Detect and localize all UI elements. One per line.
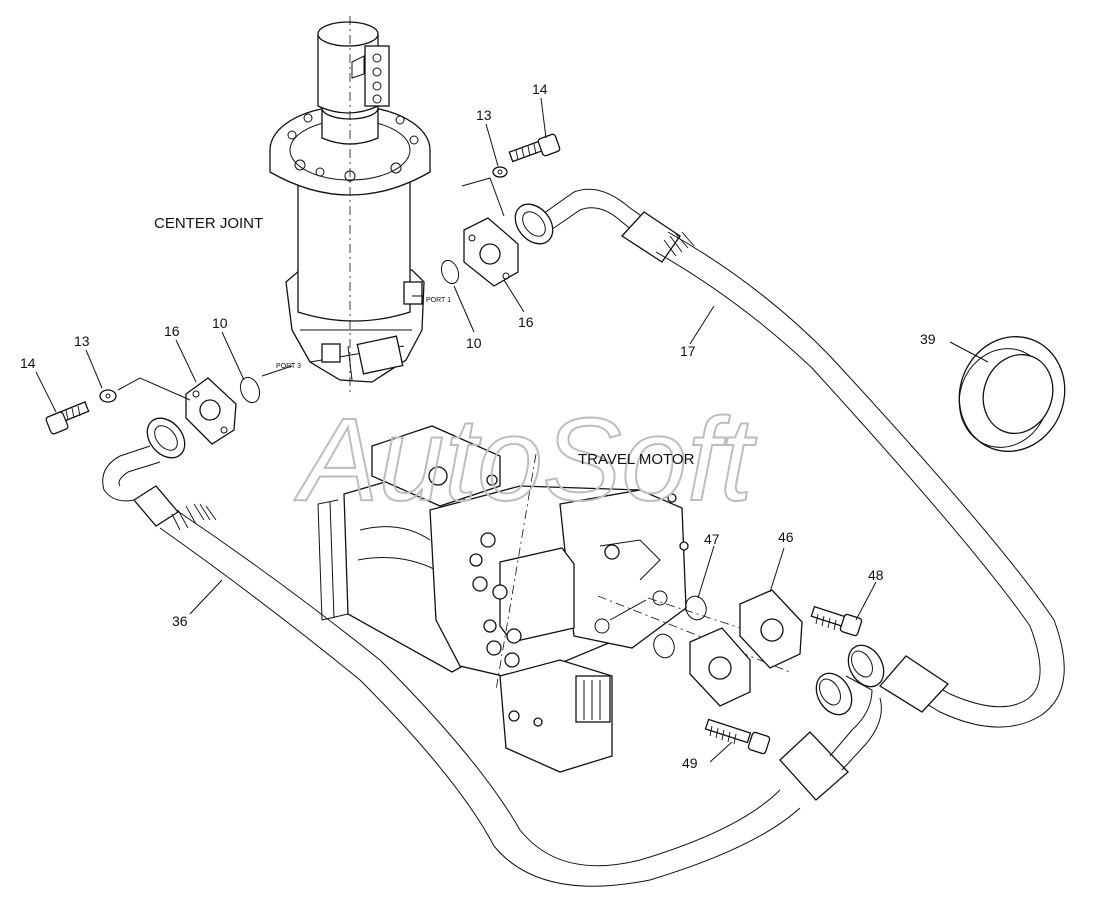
label-travel-motor: TRAVEL MOTOR: [578, 451, 695, 468]
callout-47: 47: [704, 531, 720, 547]
callout-16-left: 16: [164, 323, 180, 339]
center-joint: [269, 16, 431, 392]
fittings-motor: [653, 589, 863, 755]
label-port-3: PORT 3: [276, 363, 301, 370]
fittings-left: [45, 376, 261, 445]
travel-motor: [317, 425, 797, 773]
callout-13-left: 13: [74, 333, 90, 349]
watermark: AutoSoft: [294, 394, 757, 526]
callout-46: 46: [778, 529, 794, 545]
callout-17: 17: [680, 343, 696, 359]
callout-14-left: 14: [20, 355, 36, 371]
callout-14-top: 14: [532, 81, 548, 97]
callout-39: 39: [920, 331, 936, 347]
label-port-1: PORT 1: [426, 297, 451, 304]
callout-49: 49: [682, 755, 698, 771]
callout-10-right: 10: [466, 335, 482, 351]
hose-17: [514, 188, 1065, 728]
hose-36: [102, 417, 882, 887]
callout-36: 36: [172, 613, 188, 629]
leader-lines: [35, 97, 989, 763]
fittings-upper: [440, 133, 561, 287]
callout-48: 48: [868, 567, 884, 583]
label-center-joint: CENTER JOINT: [154, 215, 263, 232]
callout-16-right: 16: [518, 314, 534, 330]
ring-39: [958, 336, 1066, 452]
callout-10-left: 10: [212, 315, 228, 331]
callout-13-top: 13: [476, 107, 492, 123]
